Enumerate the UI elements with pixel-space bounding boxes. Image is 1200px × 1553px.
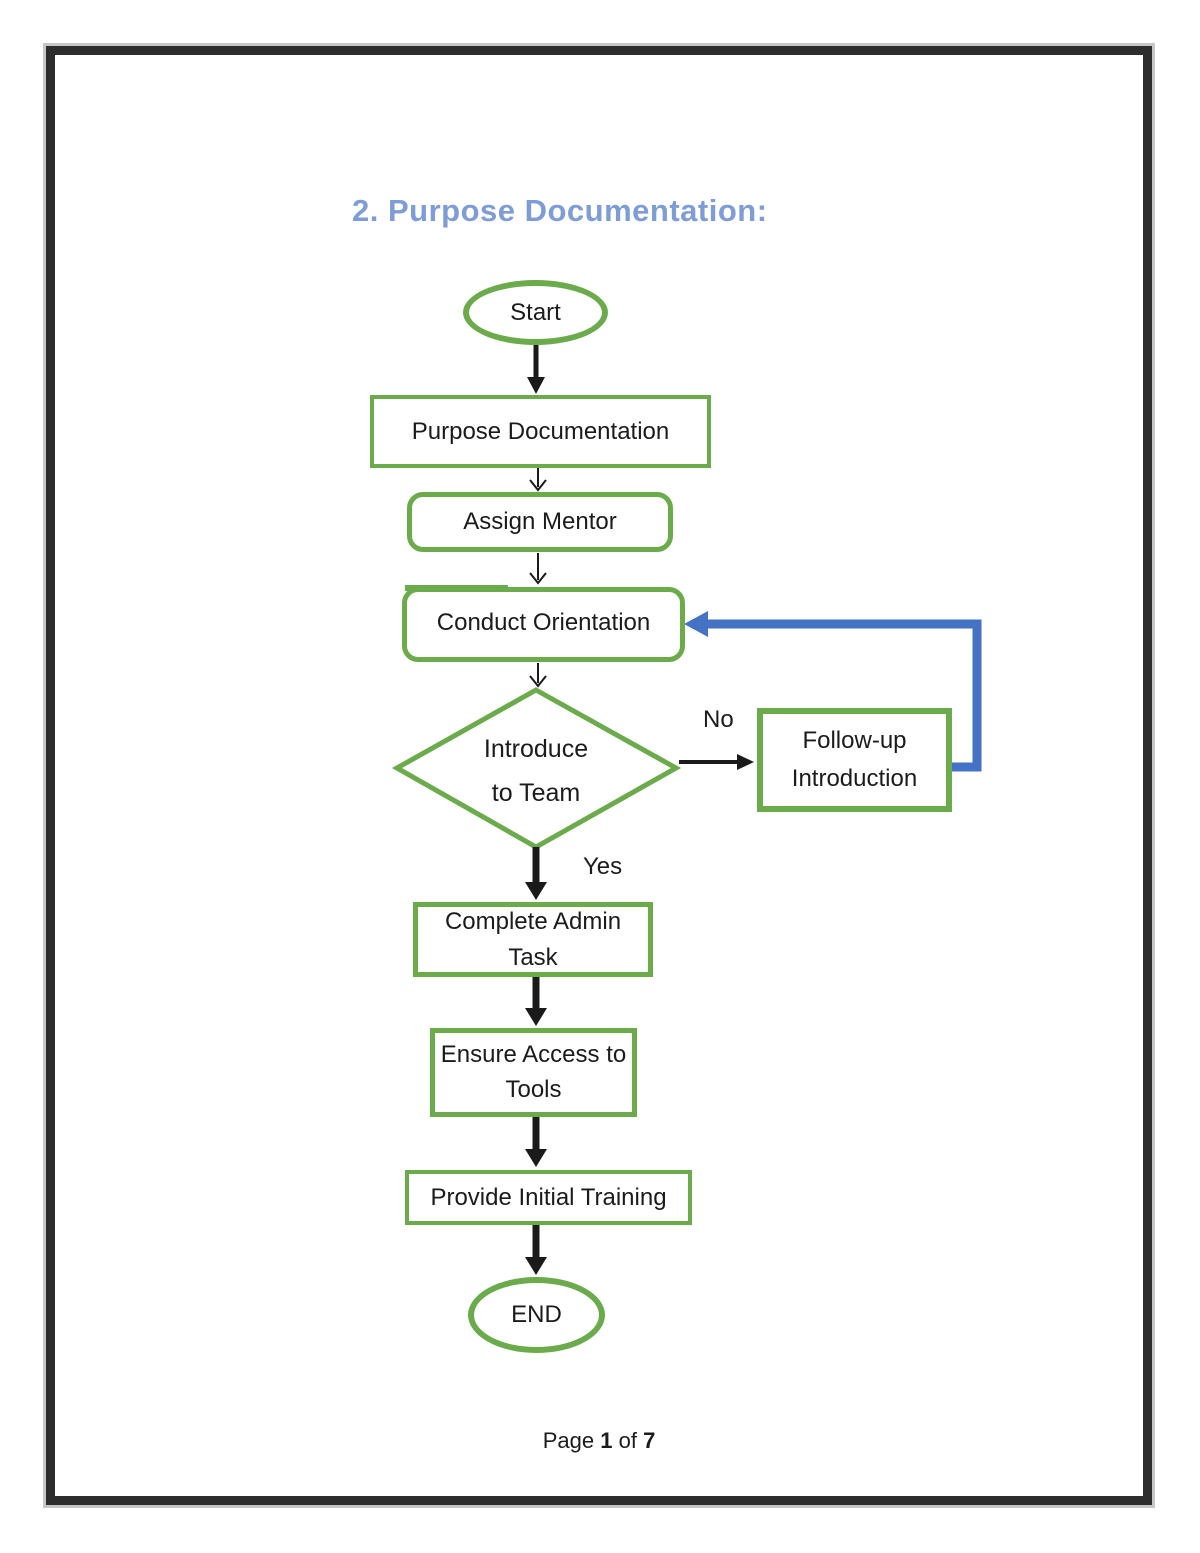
node-start: Start	[463, 280, 608, 345]
node-ensure-access-to-tools-label-line1: Ensure Access to	[440, 1040, 627, 1068]
arrow-start-to-purpose	[527, 345, 545, 394]
node-conduct-orientation-label: Conduct Orientation	[436, 609, 651, 636]
page-border	[46, 46, 1152, 1505]
edge-label-yes: Yes	[583, 853, 623, 880]
node-follow-up-introduction-label-line2: Introduction	[791, 765, 918, 792]
arrow-purpose-to-assign	[529, 468, 547, 492]
page-footer-current: 1	[600, 1428, 613, 1453]
node-provide-initial-training: Provide Initial Training	[405, 1170, 692, 1225]
page-footer: Page 1 of 7	[46, 1428, 1152, 1454]
node-complete-admin-task-label: Complete Admin Task	[444, 907, 622, 971]
page-footer-prefix: Page	[542, 1428, 595, 1453]
page-footer-total: 7	[643, 1428, 656, 1453]
node-end-label: END	[511, 1301, 562, 1328]
arrow-training-to-end	[525, 1225, 547, 1275]
arrow-introduce-to-followup	[679, 754, 754, 770]
conduct-orientation-top-accent	[405, 585, 508, 591]
arrow-assign-to-conduct	[529, 553, 547, 585]
arrow-introduce-to-complete	[525, 847, 547, 900]
node-follow-up-introduction-label-line1: Follow-up	[802, 726, 907, 754]
node-ensure-access-to-tools: Ensure Access to Tools	[430, 1028, 637, 1117]
arrow-ensure-to-training	[525, 1117, 547, 1167]
page-title: 2. Purpose Documentation:	[352, 193, 768, 228]
loop-connector-followup-to-conduct	[684, 611, 982, 772]
node-conduct-orientation: Conduct Orientation	[402, 587, 685, 662]
arrow-complete-to-ensure	[525, 977, 547, 1026]
node-assign-mentor: Assign Mentor	[407, 492, 673, 552]
page-footer-middle: of	[618, 1428, 637, 1453]
node-assign-mentor-label: Assign Mentor	[463, 508, 617, 535]
node-purpose-documentation: Purpose Documentation	[370, 395, 711, 468]
node-introduce-to-team-label: Introduce to Team	[436, 728, 636, 816]
node-complete-admin-task: Complete Admin Task	[413, 902, 653, 977]
edge-label-no: No	[703, 706, 734, 733]
node-end: END	[468, 1277, 605, 1353]
node-follow-up-introduction: Follow-up Introduction	[757, 708, 952, 812]
node-purpose-documentation-label: Purpose Documentation	[411, 417, 670, 445]
node-provide-initial-training-label: Provide Initial Training	[430, 1183, 667, 1211]
node-start-label: Start	[510, 298, 561, 326]
arrow-conduct-to-introduce	[529, 663, 547, 688]
node-ensure-access-to-tools-label-line2: Tools	[505, 1075, 562, 1103]
node-introduce-to-team-label-line1: Introduce	[483, 735, 589, 763]
node-introduce-to-team-label-line2: to Team	[491, 778, 581, 807]
